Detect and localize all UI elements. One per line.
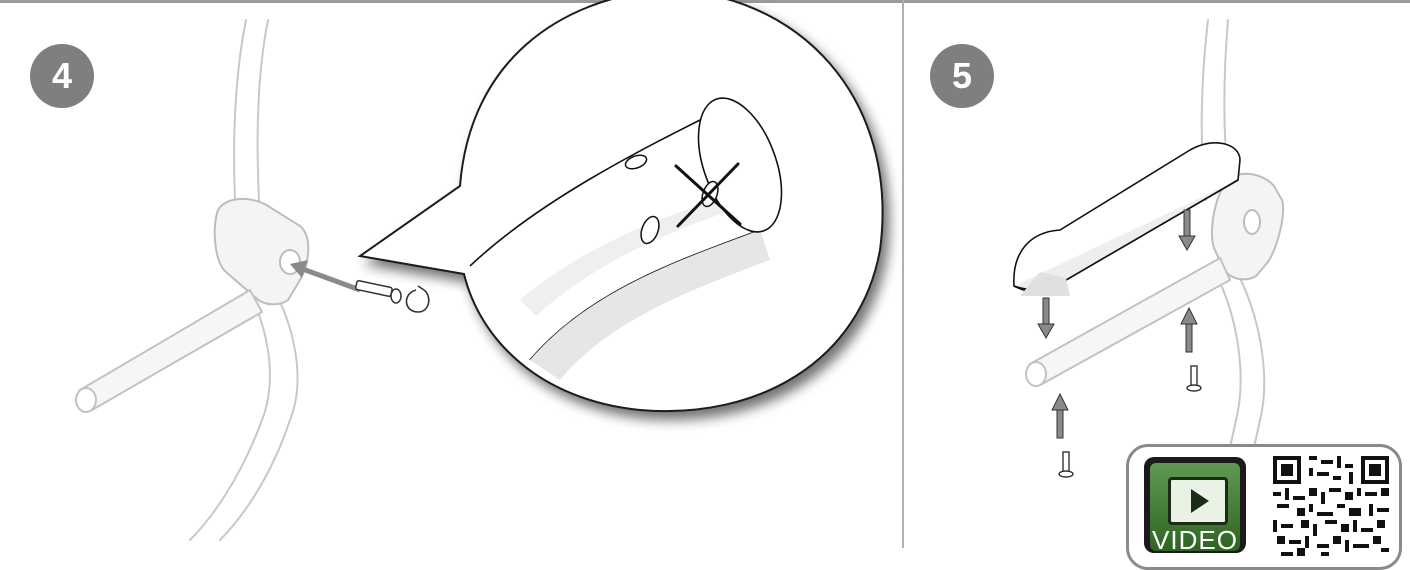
qr-code-icon[interactable] (1272, 456, 1390, 556)
pin-bolt (355, 280, 401, 303)
assembly-instruction-page: 4 5 VIDEO (0, 0, 1410, 548)
video-button-face: VIDEO (1150, 463, 1240, 551)
step-number-badge: 5 (930, 44, 994, 108)
armrest-tube-left (76, 290, 262, 412)
video-button[interactable]: VIDEO (1144, 457, 1246, 553)
video-label: VIDEO (1150, 525, 1240, 553)
step-number-badge: 4 (30, 44, 94, 108)
play-icon (1168, 477, 1228, 525)
hinge-block-left (215, 199, 309, 304)
clip-ring (406, 286, 428, 312)
insert-pin-arrow (290, 260, 360, 290)
